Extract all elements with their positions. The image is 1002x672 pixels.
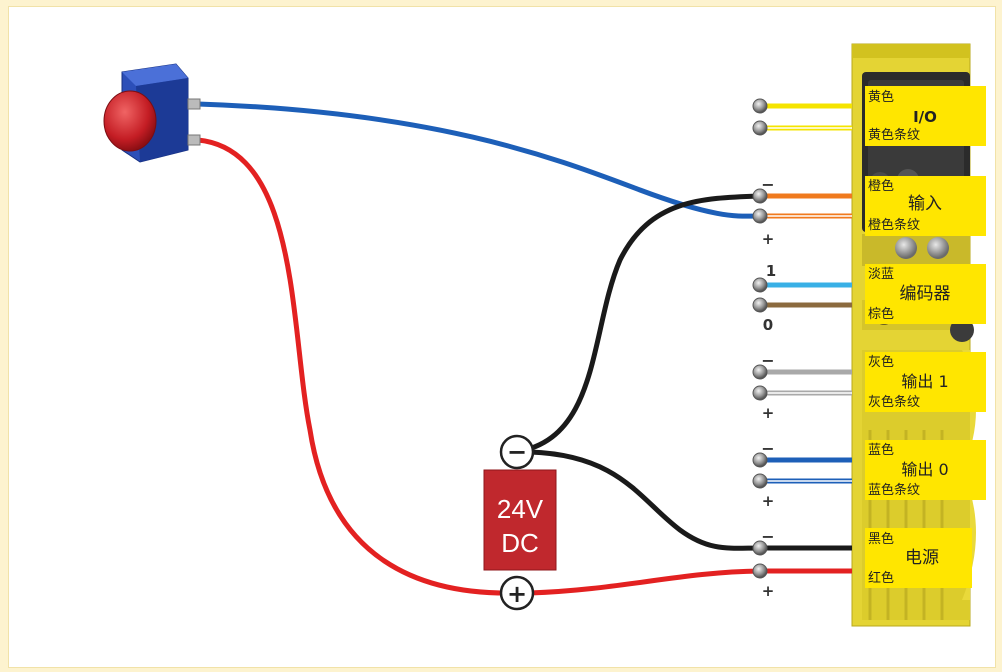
- group-label-encoder: 编码器: [900, 284, 951, 304]
- group-io: 黄色 I/O 黄色条纹: [865, 86, 986, 146]
- wire-label-io-top: 黄色: [868, 89, 894, 105]
- sign-output0-top: −: [761, 439, 774, 458]
- black-wire-to-power: [529, 449, 761, 551]
- wire-label-io-bottom: 黄色条纹: [868, 127, 920, 143]
- sign-encoder-bottom: 0: [763, 316, 773, 334]
- group-encoder: 淡蓝 编码器 棕色: [865, 264, 986, 324]
- sign-output1-top: −: [761, 351, 774, 370]
- psu-type: DC: [501, 528, 539, 558]
- group-label-input: 输入: [908, 194, 942, 214]
- red-wire-to-button: [197, 137, 516, 596]
- wire-label-power-top: 黑色: [868, 531, 894, 547]
- wire-label-power-bottom: 红色: [868, 570, 894, 586]
- black-wire-to-input: [514, 193, 761, 455]
- pushbutton: [103, 63, 201, 163]
- wire-stubs: [760, 103, 852, 574]
- wire-label-output0-top: 蓝色: [868, 442, 894, 458]
- red-wire-to-power: [529, 568, 761, 596]
- group-label-output0: 输出 0: [901, 460, 948, 479]
- group-label-io: I/O: [913, 108, 937, 126]
- psu-voltage: 24V: [497, 494, 544, 524]
- wire-label-encoder-top: 淡蓝: [868, 267, 894, 282]
- sign-output0-bottom: +: [762, 492, 775, 510]
- psu-minus-sign: −: [507, 438, 527, 466]
- wire-label-input-top: 橙色: [868, 178, 894, 194]
- group-power: 黑色 电源 红色: [865, 528, 972, 588]
- group-output1: 灰色 输出 1 灰色条纹: [865, 352, 986, 412]
- group-label-output1: 输出 1: [901, 372, 948, 391]
- terminals: [752, 98, 768, 579]
- group-output0: 蓝色 输出 0 蓝色条纹: [865, 440, 986, 500]
- group-label-power: 电源: [905, 548, 939, 568]
- wire-label-output0-bottom: 蓝色条纹: [868, 482, 920, 498]
- wire-label-output1-top: 灰色: [868, 354, 894, 370]
- sign-input-bottom: +: [762, 230, 775, 248]
- terminal-signs: − + 1 0 − + − + − +: [761, 175, 776, 600]
- power-supply: 24V DC − +: [483, 434, 557, 611]
- sign-input-top: −: [761, 175, 774, 194]
- blue-wire-to-button: [197, 101, 761, 219]
- wire-label-input-bottom: 橙色条纹: [868, 217, 920, 233]
- psu-plus-sign: +: [507, 580, 527, 608]
- sign-encoder-top: 1: [766, 262, 776, 280]
- wire-label-encoder-bottom: 棕色: [868, 306, 894, 322]
- sign-power-top: −: [761, 527, 774, 546]
- wire-label-output1-bottom: 灰色条纹: [868, 394, 920, 410]
- sign-output1-bottom: +: [762, 404, 775, 422]
- group-input: 橙色 输入 橙色条纹: [865, 176, 986, 236]
- sign-power-bottom: +: [762, 582, 775, 600]
